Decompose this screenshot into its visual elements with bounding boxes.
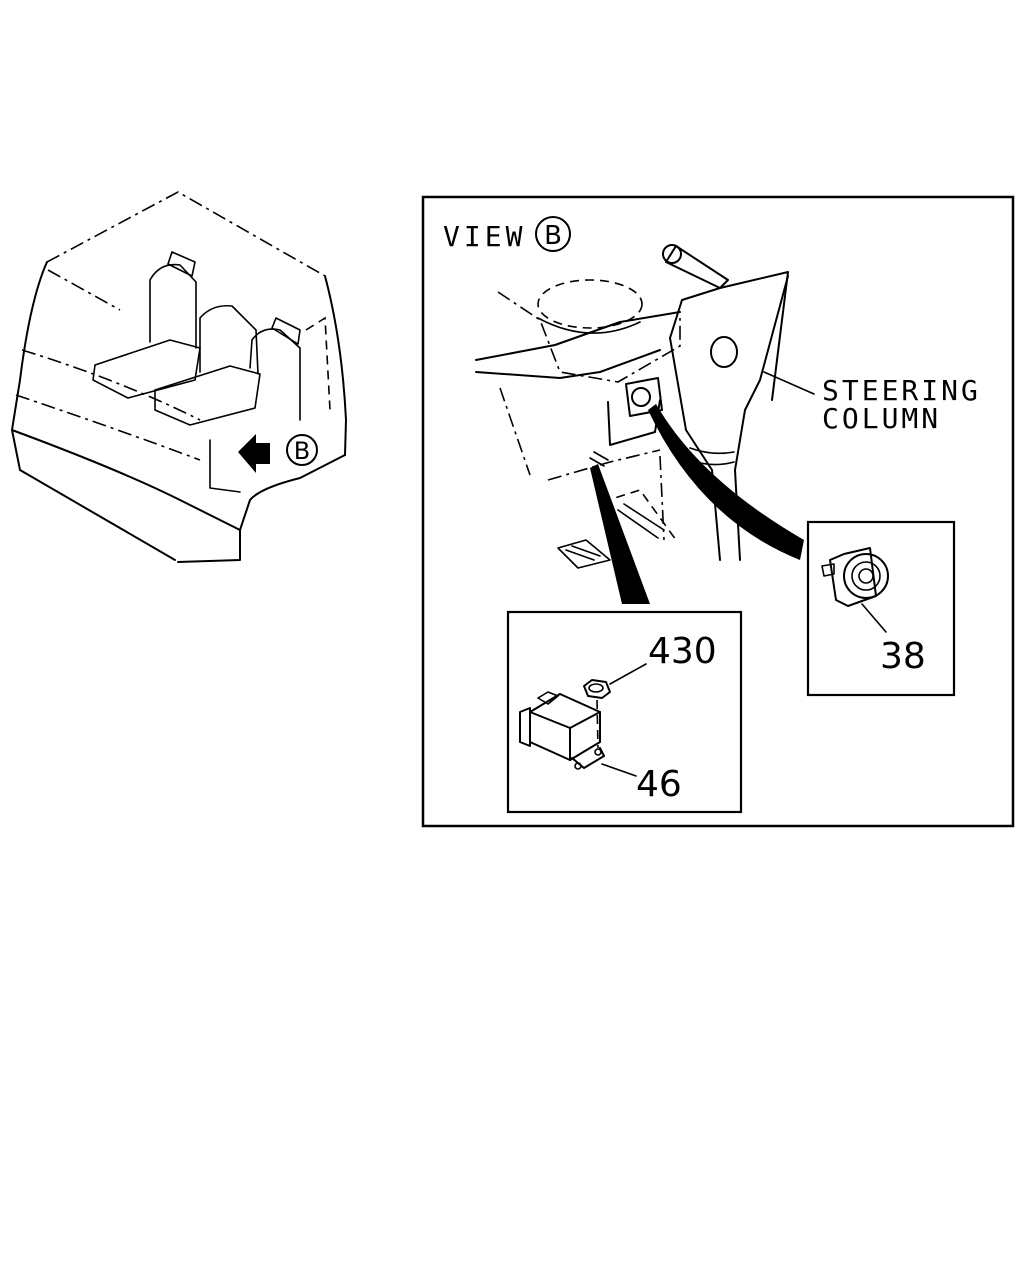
- part-number-38: 38: [880, 636, 926, 677]
- part-number-46: 46: [636, 764, 682, 805]
- steering-leader-line: [763, 371, 815, 395]
- relay-46-icon: [519, 691, 605, 770]
- leader-38: [861, 603, 887, 633]
- leader-wedge-left: [590, 464, 650, 604]
- view-arrow-icon: [238, 434, 270, 473]
- view-label-circle: [535, 216, 571, 252]
- detail-box-relay: [506, 610, 743, 814]
- view-label: VIEW: [443, 220, 526, 253]
- steering-label-line1: STEERING: [822, 374, 981, 407]
- nut-430-icon: [583, 679, 611, 749]
- part-38-icon: [821, 547, 889, 607]
- view-label-letter: B: [544, 221, 562, 251]
- view-b-frame: [421, 195, 1015, 828]
- part-number-430: 430: [648, 631, 717, 672]
- steering-label-line2: COLUMN: [822, 402, 941, 435]
- detail-box-38: [806, 520, 956, 697]
- cab-callout-letter: B: [294, 437, 310, 465]
- leader-430: [609, 663, 647, 685]
- cab-callout-circle: [286, 434, 318, 466]
- leader-46: [601, 763, 637, 777]
- cab-overview: B: [11, 191, 347, 563]
- leader-wedge-right: [648, 404, 804, 560]
